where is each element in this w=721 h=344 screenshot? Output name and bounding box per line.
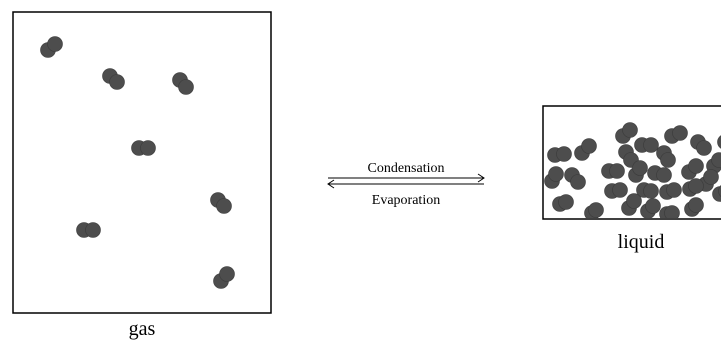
atom — [643, 137, 659, 153]
atom — [645, 198, 661, 214]
molecule — [717, 135, 721, 149]
condensation-label: Condensation — [368, 161, 445, 176]
molecule — [544, 166, 564, 189]
molecule — [213, 266, 235, 289]
atom — [85, 222, 101, 238]
molecule — [690, 134, 712, 156]
atom — [688, 158, 704, 174]
atom — [622, 122, 638, 138]
atom — [47, 36, 63, 52]
molecule — [131, 140, 156, 156]
molecule — [615, 122, 638, 144]
atom — [718, 185, 721, 197]
atom — [643, 183, 659, 199]
molecule — [102, 68, 125, 90]
molecule — [636, 182, 659, 199]
atom — [688, 178, 704, 194]
molecule — [659, 205, 680, 218]
atom — [609, 163, 625, 179]
atom — [588, 202, 604, 218]
molecule — [656, 145, 676, 168]
molecule — [76, 222, 101, 238]
molecule — [210, 192, 232, 214]
molecule — [584, 202, 604, 218]
reverse-arrow-head — [327, 179, 335, 189]
liquid-molecules — [544, 122, 721, 218]
atom — [666, 182, 682, 198]
atom — [216, 198, 232, 214]
molecule — [601, 163, 625, 179]
molecule — [684, 197, 704, 217]
molecule — [552, 194, 574, 212]
molecule — [634, 137, 659, 153]
molecule — [40, 36, 63, 58]
molecule — [604, 182, 628, 199]
molecule — [172, 72, 194, 95]
atom — [581, 138, 597, 154]
molecule — [682, 178, 704, 197]
molecule — [547, 146, 572, 163]
gas-box — [12, 11, 272, 314]
atom — [688, 197, 704, 213]
liquid-container — [542, 105, 721, 220]
atom — [558, 194, 574, 210]
atom — [570, 174, 586, 190]
atom — [703, 169, 719, 185]
atom — [626, 193, 642, 209]
gas-molecules — [40, 36, 235, 289]
atom — [660, 152, 676, 168]
molecule — [574, 138, 597, 161]
atom — [556, 146, 572, 162]
atom — [711, 152, 721, 168]
atom — [632, 160, 648, 176]
molecule — [621, 193, 642, 216]
molecule — [664, 125, 688, 144]
evaporation-label: Evaporation — [372, 193, 440, 208]
molecule — [659, 182, 682, 200]
molecule — [712, 185, 721, 202]
molecule — [681, 158, 704, 180]
gas-container — [12, 11, 272, 314]
atom — [140, 140, 156, 156]
molecule — [640, 198, 661, 218]
forward-arrow-head — [477, 173, 485, 183]
molecule — [564, 167, 586, 190]
atom — [672, 125, 688, 141]
atom — [656, 167, 672, 183]
atom — [696, 140, 712, 156]
atom — [664, 205, 680, 218]
equilibrium-arrows: Condensation Evaporation — [327, 161, 485, 208]
atom — [612, 182, 628, 198]
molecule — [628, 160, 648, 183]
atom — [178, 79, 194, 95]
atom — [109, 74, 125, 90]
atom — [219, 266, 235, 282]
gas-label: gas — [129, 318, 156, 340]
atom — [548, 166, 564, 182]
molecule — [618, 144, 639, 168]
atom — [717, 135, 721, 149]
liquid-label: liquid — [618, 231, 665, 253]
molecule — [647, 165, 672, 183]
